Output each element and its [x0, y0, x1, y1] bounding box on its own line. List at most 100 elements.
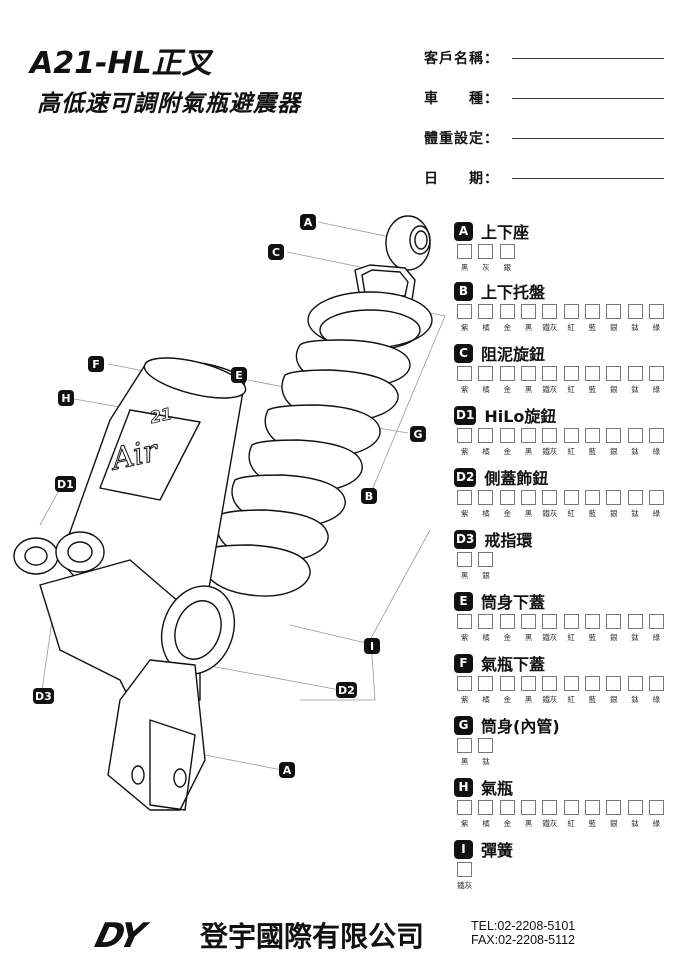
color-checkbox[interactable] [457, 614, 473, 629]
color-checkbox[interactable] [627, 304, 643, 319]
color-checkbox[interactable] [563, 366, 579, 381]
color-checkbox[interactable] [584, 366, 600, 381]
color-checkbox[interactable] [627, 614, 643, 629]
color-checkbox[interactable] [542, 800, 558, 815]
color-checkbox[interactable] [457, 676, 473, 691]
color-checkbox[interactable] [542, 366, 558, 381]
color-label: 鐵灰 [542, 633, 558, 642]
color-checkbox[interactable] [457, 490, 473, 505]
color-label: 鐵灰 [542, 323, 558, 332]
color-checkbox[interactable] [648, 304, 664, 319]
color-checkbox[interactable] [521, 304, 537, 319]
color-label: 鈦 [631, 509, 639, 518]
color-checkbox[interactable] [457, 552, 473, 567]
color-label: 綠 [652, 819, 661, 828]
color-checkbox[interactable] [499, 800, 515, 815]
color-checkbox[interactable] [521, 366, 537, 381]
color-checkbox[interactable] [521, 676, 537, 691]
color-checkbox[interactable] [499, 244, 515, 259]
color-checkbox[interactable] [499, 366, 515, 381]
color-checkbox[interactable] [457, 244, 473, 259]
part-name: 氣瓶下蓋 [481, 655, 546, 674]
color-checkbox[interactable] [584, 614, 600, 629]
color-checkbox[interactable] [457, 862, 473, 877]
color-checkbox[interactable] [457, 366, 473, 381]
color-checkbox[interactable] [648, 614, 664, 629]
color-checkbox[interactable] [457, 428, 473, 443]
color-label: 紅 [567, 323, 575, 332]
color-checkbox[interactable] [478, 676, 494, 691]
color-checkbox[interactable] [478, 244, 494, 259]
color-checkbox[interactable] [499, 428, 515, 443]
color-checkbox[interactable] [542, 676, 558, 691]
color-checkbox[interactable] [457, 738, 473, 753]
color-checkbox[interactable] [563, 614, 579, 629]
color-checkbox[interactable] [584, 304, 600, 319]
color-checkbox[interactable] [606, 366, 622, 381]
color-checkbox[interactable] [563, 428, 579, 443]
color-checkbox[interactable] [627, 428, 643, 443]
part-badge: F [454, 653, 473, 673]
weight-setting-field[interactable] [512, 138, 664, 139]
color-checkbox[interactable] [648, 800, 664, 815]
color-checkbox[interactable] [457, 800, 473, 815]
color-label: 銀 [609, 819, 618, 828]
color-checkbox[interactable] [648, 490, 664, 505]
color-checkbox[interactable] [606, 490, 622, 505]
color-checkbox[interactable] [563, 800, 579, 815]
color-checkbox[interactable] [521, 490, 537, 505]
color-checkbox[interactable] [478, 552, 494, 567]
date-field[interactable] [512, 178, 664, 179]
color-checkbox[interactable] [478, 614, 494, 629]
color-checkbox[interactable] [521, 800, 537, 815]
color-checkbox[interactable] [648, 428, 664, 443]
color-checkbox[interactable] [478, 304, 494, 319]
color-checkbox[interactable] [478, 738, 494, 753]
color-checkbox[interactable] [627, 676, 643, 691]
color-checkbox[interactable] [584, 490, 600, 505]
color-checkbox[interactable] [584, 800, 600, 815]
color-checkbox[interactable] [627, 800, 643, 815]
color-checkbox[interactable] [542, 304, 558, 319]
color-checkbox[interactable] [648, 366, 664, 381]
color-checkbox[interactable] [563, 490, 579, 505]
color-checkbox[interactable] [499, 676, 515, 691]
customer-name-field[interactable] [512, 58, 664, 59]
color-checkbox[interactable] [606, 800, 622, 815]
weight-setting-row: 體重設定： [424, 118, 664, 158]
color-checkbox[interactable] [627, 366, 643, 381]
color-checkbox[interactable] [606, 676, 622, 691]
vehicle-type-field[interactable] [512, 98, 664, 99]
color-checkbox[interactable] [478, 800, 494, 815]
color-checkbox[interactable] [478, 490, 494, 505]
color-checkbox[interactable] [584, 676, 600, 691]
color-checkbox[interactable] [478, 366, 494, 381]
color-checkbox[interactable] [499, 304, 515, 319]
color-label: 黑 [524, 633, 533, 642]
color-checkbox[interactable] [648, 676, 664, 691]
color-checkbox[interactable] [457, 304, 473, 319]
color-checkbox[interactable] [521, 614, 537, 629]
color-checkbox[interactable] [499, 490, 515, 505]
color-checkbox[interactable] [606, 428, 622, 443]
color-checkbox[interactable] [606, 614, 622, 629]
color-checkbox[interactable] [563, 676, 579, 691]
part-badge: D1 [454, 405, 477, 425]
color-checkbox[interactable] [563, 304, 579, 319]
color-label: 綠 [652, 633, 661, 642]
color-checkbox[interactable] [606, 304, 622, 319]
color-label: 紫 [460, 819, 469, 828]
part-name: 彈簧 [481, 841, 514, 860]
color-checkbox[interactable] [542, 490, 558, 505]
color-checkbox[interactable] [627, 490, 643, 505]
callout-i: I [364, 638, 380, 654]
color-checkbox[interactable] [542, 614, 558, 629]
color-checkbox[interactable] [521, 428, 537, 443]
color-checkbox[interactable] [478, 428, 494, 443]
color-label: 橘 [482, 509, 490, 518]
color-checkbox[interactable] [584, 428, 600, 443]
color-checkbox[interactable] [499, 614, 515, 629]
color-checkbox[interactable] [542, 428, 558, 443]
